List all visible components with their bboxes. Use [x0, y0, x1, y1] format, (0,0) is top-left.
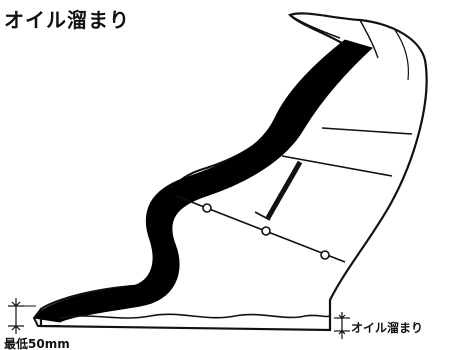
- panel-line-3: [265, 160, 303, 220]
- tip-detail-3: [394, 29, 410, 81]
- dim-right-arrow-up: [338, 330, 346, 335]
- fastener-hole-3: [320, 250, 330, 260]
- dim-left-arrow-down: [11, 301, 21, 307]
- lip-left: [32, 308, 60, 327]
- oil-wave-line: [59, 313, 331, 319]
- oil-reservoir-label: オイル溜まり: [351, 321, 424, 335]
- diagram-title: オイル溜まり: [4, 8, 130, 32]
- panel-line-2: [281, 155, 393, 177]
- tip-detail-2: [359, 19, 379, 59]
- panel-line-1: [321, 127, 413, 135]
- dim-right-arrow-down: [338, 314, 346, 319]
- fastener-line: [175, 195, 346, 263]
- oil-band: [33, 39, 373, 323]
- minimum-depth-label: 最低50mm: [4, 337, 70, 350]
- tip-detail-1: [289, 14, 341, 39]
- dim-left-arrow-up: [11, 325, 21, 331]
- panel-line-4: [254, 211, 271, 221]
- fastener-hole-2: [261, 226, 271, 236]
- fastener-hole-1: [202, 203, 212, 213]
